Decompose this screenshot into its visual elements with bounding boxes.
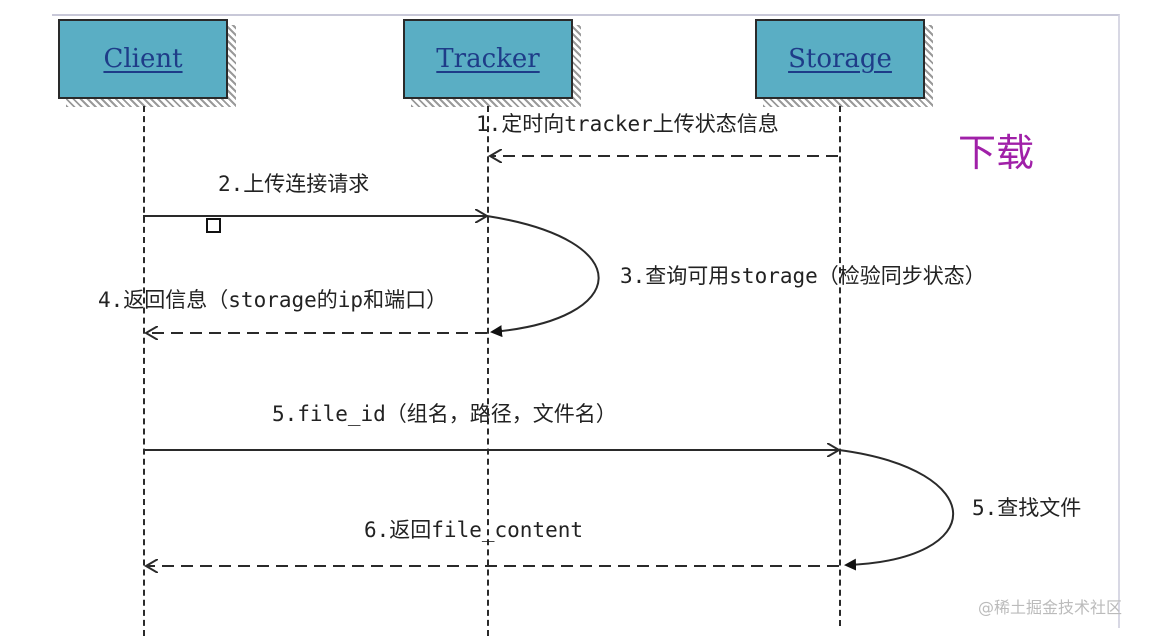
diagram-frame <box>52 14 1120 628</box>
tracker-label: Tracker <box>436 44 540 74</box>
message-5b-label: 5.查找文件 <box>972 496 1082 520</box>
storage-actor: Storage <box>755 19 925 99</box>
download-annotation: 下载 <box>958 131 1035 175</box>
activation-square <box>206 218 221 233</box>
tracker-lifeline <box>487 106 489 636</box>
tracker-actor: Tracker <box>403 19 573 99</box>
message-5-label: 5.file_id（组名，路径，文件名） <box>272 402 617 426</box>
storage-label: Storage <box>788 44 892 74</box>
message-3-label: 3.查询可用storage（检验同步状态） <box>620 264 986 288</box>
message-1-label: 1.定时向tracker上传状态信息 <box>476 112 779 136</box>
client-lifeline <box>143 106 145 636</box>
client-actor: Client <box>58 19 228 99</box>
storage-lifeline <box>839 106 841 626</box>
arrow-5b <box>838 449 955 571</box>
client-label: Client <box>103 44 183 74</box>
message-2-label: 2.上传连接请求 <box>218 172 370 196</box>
watermark: @稀土掘金技术社区 <box>978 598 1123 617</box>
arrow-3 <box>486 215 600 338</box>
message-4-label: 4.返回信息（storage的ip和端口） <box>98 288 448 312</box>
message-6-label: 6.返回file_content <box>364 518 584 542</box>
